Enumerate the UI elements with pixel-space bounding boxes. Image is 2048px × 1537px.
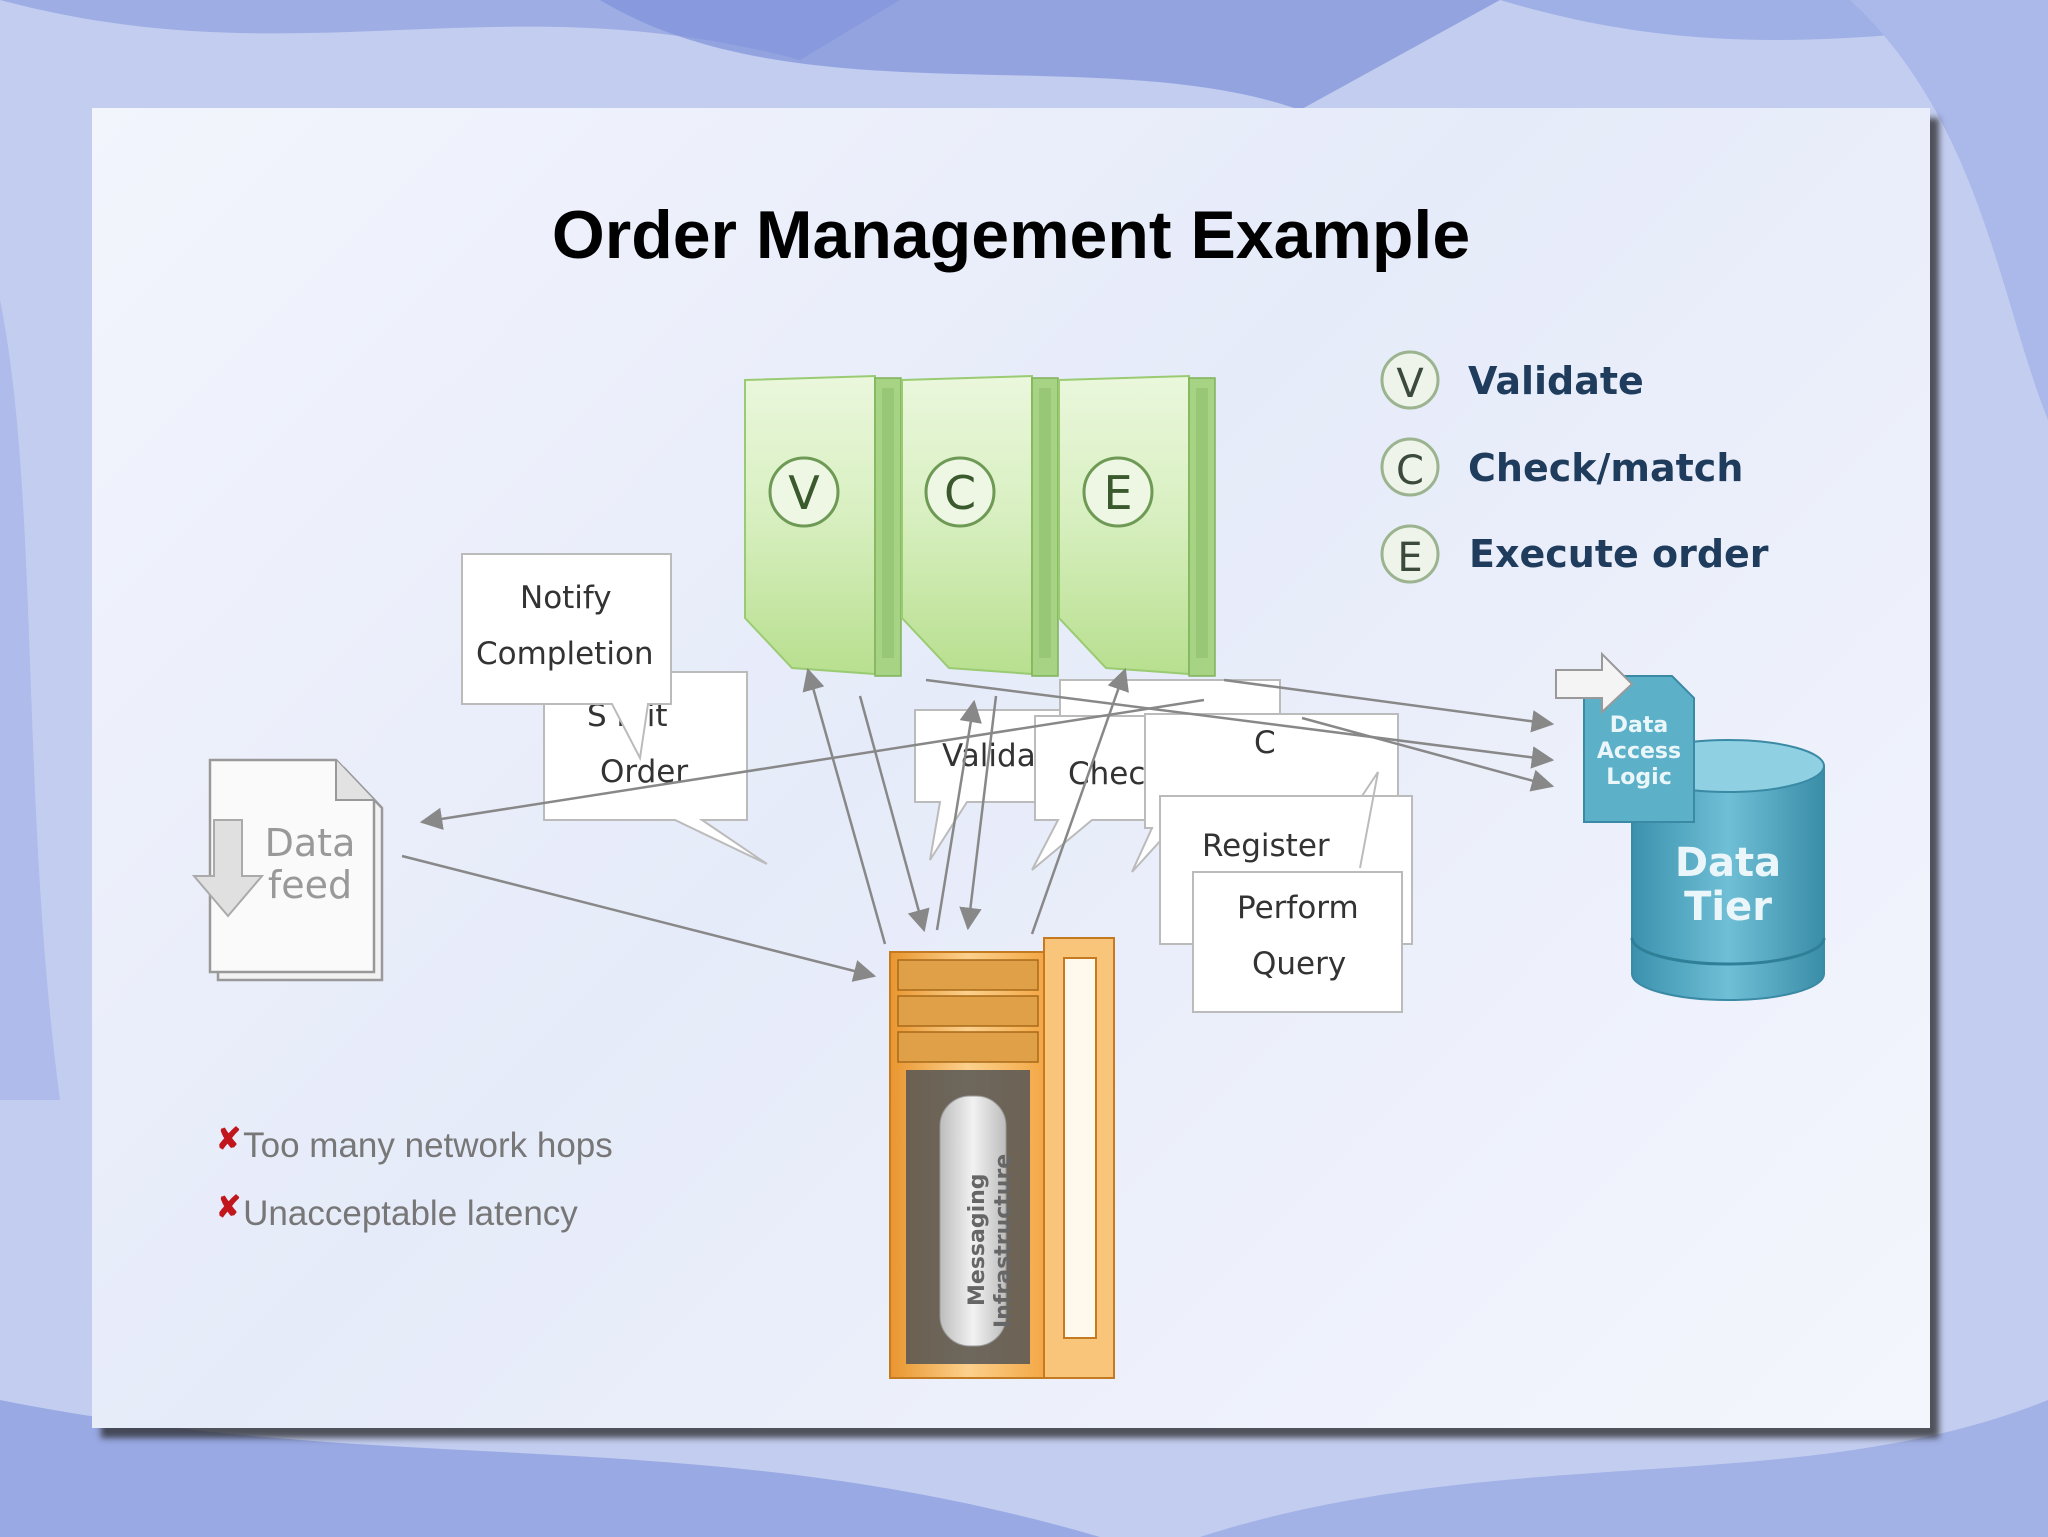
order-flow-diagram: S mit Order Notify Completion Valida Che… — [191, 350, 1826, 1379]
slide: Order Management Example — [92, 108, 1930, 1428]
legend-label-check: Check/match — [1468, 446, 1743, 490]
x-icon: ✘ — [216, 1123, 242, 1156]
legend-label-validate: Validate — [1468, 359, 1644, 403]
c-text: C — [1254, 725, 1276, 761]
perform-text-1: Perform — [1237, 890, 1359, 926]
perform-text-2: Query — [1252, 946, 1346, 982]
dal-label-3: Logic — [1606, 765, 1671, 790]
legend-label-execute: Execute order — [1469, 532, 1769, 576]
legend: V Validate C Check/match E Execute order — [1380, 350, 1769, 584]
data-access-logic: Data Access Logic — [1555, 651, 1695, 823]
data-feed-label-1: Data — [265, 821, 356, 865]
legend-letter-c: C — [1396, 448, 1424, 494]
register-text: Register — [1202, 828, 1330, 864]
data-tier-label-1: Data — [1675, 840, 1781, 886]
data-feed-document: Data feed — [191, 758, 384, 982]
issue-latency: ✘Unacceptable latency — [216, 1191, 578, 1234]
legend-item-validate: V Validate — [1380, 350, 1644, 410]
submit-order-text-2: Order — [600, 754, 688, 790]
issue-text: Too many network hops — [243, 1126, 613, 1165]
x-icon: ✘ — [216, 1191, 242, 1224]
legend-item-execute: E Execute order — [1380, 524, 1769, 584]
server-letter-e: E — [1103, 466, 1132, 520]
check-text: Chec — [1068, 756, 1145, 792]
c-bubble: C — [1131, 713, 1399, 873]
notify-text-1: Notify — [520, 580, 612, 616]
flow-arrows — [401, 667, 1555, 982]
messaging-label-1: Messaging — [965, 1173, 990, 1306]
legend-item-check: C Check/match — [1380, 437, 1743, 497]
issue-network-hops: ✘Too many network hops — [216, 1123, 613, 1166]
server-validate: V — [744, 374, 902, 677]
dal-label-1: Data — [1610, 713, 1668, 738]
issue-text: Unacceptable latency — [243, 1194, 578, 1233]
messaging-label-2: Infrastructure — [991, 1154, 1016, 1328]
server-letter-c: C — [944, 466, 976, 520]
dal-label-2: Access — [1597, 739, 1681, 764]
server-check: C — [901, 374, 1059, 677]
messaging-rack: Messaging Infrastructure — [889, 937, 1115, 1379]
data-feed-label-2: feed — [268, 863, 352, 907]
perform-query-bubble: Perform Query — [1192, 871, 1403, 1013]
server-letter-v: V — [788, 466, 820, 520]
legend-letter-v: V — [1396, 361, 1424, 407]
legend-letter-e: E — [1397, 535, 1422, 581]
notify-text-2: Completion — [476, 636, 654, 672]
slide-title: Order Management Example — [551, 197, 1471, 273]
notify-completion-bubble: Notify Completion — [461, 553, 672, 762]
server-execute: E — [1058, 374, 1216, 677]
data-tier-label-2: Tier — [1684, 884, 1772, 930]
